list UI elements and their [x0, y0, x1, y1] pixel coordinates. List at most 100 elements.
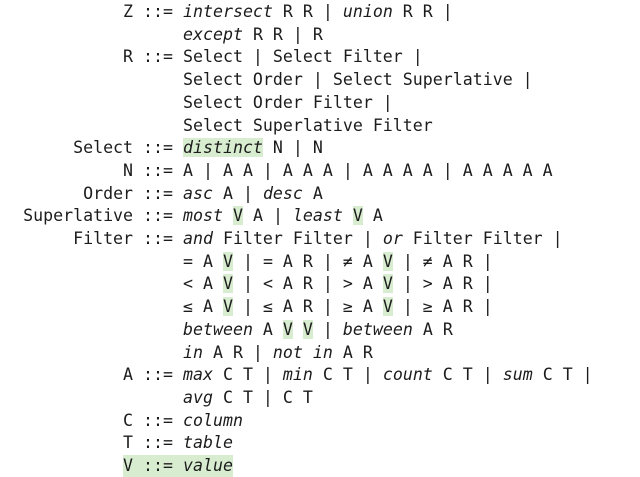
rule-lhs: Superlative — [23, 206, 134, 226]
rule-text — [343, 206, 353, 225]
grammar-line: T ::= table — [0, 432, 640, 454]
grammar-line: except R R | R — [0, 24, 640, 46]
rule-text: C T | — [212, 365, 283, 385]
grammar-line: A ::= max C T | min C T | count C T | su… — [0, 364, 640, 386]
rule-head: T ::= — [123, 432, 183, 454]
rule-text: C T | — [312, 365, 383, 385]
keyword: least — [292, 206, 343, 226]
rule-text: A — [362, 206, 383, 226]
keyword: between — [183, 319, 253, 339]
rule-text: < A — [183, 274, 223, 294]
keyword: column — [183, 410, 243, 430]
rule-lhs: C — [123, 410, 134, 430]
rule-rhs: asc A | desc A — [183, 183, 323, 205]
rule-text: A — [252, 319, 283, 339]
rule-head: Order ::= — [83, 183, 183, 205]
rule-rhs: except R R | R — [183, 24, 323, 46]
rule-text: A — [302, 183, 323, 203]
keyword: desc — [262, 183, 303, 203]
value-symbol: V — [222, 251, 233, 271]
value-symbol: V — [382, 274, 393, 294]
keyword: and — [183, 229, 213, 248]
rule-text: R R | — [392, 2, 453, 21]
rule-text: | ≠ A R | — [392, 251, 493, 271]
rule-rhs: between A V V | between A R — [183, 319, 453, 341]
rule-text: | < A R | > A — [232, 274, 383, 294]
rule-text: N | N — [262, 138, 323, 158]
rule-rhs: distinct N | N — [183, 137, 323, 159]
rule-lhs: R — [123, 47, 134, 67]
rule-text: Select Order | Select Superlative | — [183, 70, 533, 90]
keyword: max — [183, 365, 213, 385]
keyword: intersect — [183, 2, 273, 21]
rule-text: A | — [212, 183, 263, 203]
definition-symbol: ::= — [133, 365, 183, 385]
rule-text — [223, 206, 233, 225]
rule-text: C T | — [432, 365, 503, 385]
rule-lhs: Filter — [73, 229, 134, 248]
grammar-line: < A V | < A R | > A V | > A R | — [0, 273, 640, 295]
grammar-line: Select Order Filter | — [0, 92, 640, 114]
keyword: between — [342, 319, 413, 339]
rule-text: Select | Select Filter | — [183, 47, 423, 67]
rule-text: | > A R | — [392, 274, 493, 294]
grammar-line: Select Superlative Filter — [0, 115, 640, 137]
value-symbol: V — [382, 297, 393, 317]
value-symbol: V — [302, 319, 313, 339]
rule-lhs: V — [123, 456, 134, 475]
rule-head: Z ::= — [123, 1, 183, 23]
grammar-line: in A R | not in A R — [0, 342, 640, 364]
rule-text: R R | R — [242, 24, 323, 44]
definition-symbol: ::= — [133, 456, 183, 475]
rule-text: Filter Filter | — [212, 229, 383, 248]
rule-lhs: Select — [73, 138, 134, 158]
keyword: min — [282, 365, 313, 385]
rule-head: Filter ::= — [73, 228, 183, 250]
rule-text: | = A R | ≠ A — [232, 251, 383, 271]
value-symbol: V — [352, 206, 363, 226]
rule-text: A R — [332, 342, 373, 362]
value-symbol: V — [222, 274, 233, 294]
keyword: union — [342, 2, 393, 21]
keyword: not in — [272, 342, 333, 362]
rule-rhs: column — [183, 410, 243, 432]
rule-head: N ::= — [123, 160, 183, 182]
grammar-line: Order ::= asc A | desc A — [0, 183, 640, 205]
grammar-line: Select Order | Select Superlative | — [0, 69, 640, 91]
rule-text: Select Order Filter | — [183, 92, 393, 112]
rule-lhs: N — [123, 160, 134, 180]
rule-text: Filter Filter | — [402, 229, 563, 248]
value-symbol: V — [382, 251, 393, 271]
rule-text: Select Superlative Filter — [183, 115, 433, 135]
grammar-line: ≤ A V | ≤ A R | ≥ A V | ≥ A R | — [0, 296, 640, 318]
keyword: or — [382, 229, 403, 248]
grammar-line: Filter ::= and Filter Filter | or Filter… — [0, 228, 640, 250]
rule-head: Superlative ::= — [23, 205, 183, 227]
rule-text: | ≤ A R | ≥ A — [232, 297, 383, 317]
grammar-line: Z ::= intersect R R | union R R | — [0, 1, 640, 23]
rule-text: C T | C T — [212, 387, 313, 407]
grammar-line: Select ::= distinct N | N — [0, 137, 640, 159]
keyword: count — [382, 365, 433, 385]
value-symbol: V — [232, 206, 243, 226]
rule-text — [293, 320, 303, 339]
rule-rhs: and Filter Filter | or Filter Filter | — [183, 228, 563, 250]
rule-text: A | A A | A A A | A A A A | A A A A A — [183, 160, 553, 180]
rule-rhs: < A V | < A R | > A V | > A R | — [183, 273, 493, 295]
rule-lhs: Order — [83, 183, 134, 203]
rule-lhs: T — [123, 433, 134, 453]
keyword: most — [183, 206, 223, 226]
rule-text: R R | — [272, 2, 343, 21]
rule-rhs: value — [183, 455, 233, 477]
rule-head: V ::= — [123, 455, 183, 477]
value-symbol: V — [282, 319, 293, 339]
keyword: value — [183, 456, 233, 475]
rule-text: C T | — [532, 365, 593, 385]
rule-text: A | — [242, 206, 293, 226]
rule-head: C ::= — [123, 410, 183, 432]
keyword: in — [183, 342, 203, 362]
definition-symbol: ::= — [133, 229, 183, 248]
grammar-line: V ::= value — [0, 455, 640, 477]
grammar-line: between A V V | between A R — [0, 319, 640, 341]
